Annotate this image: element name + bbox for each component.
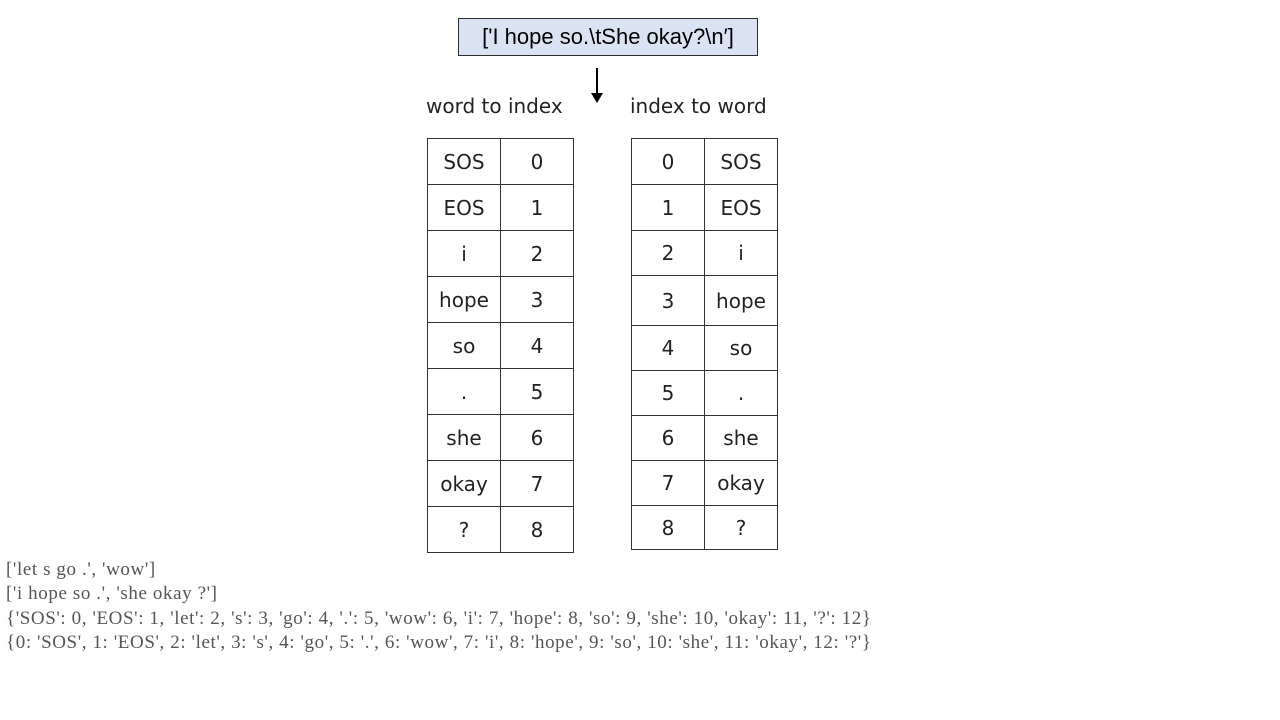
word-cell: hope [427, 276, 501, 323]
index-cell: 4 [500, 322, 574, 369]
index-cell: 5 [500, 368, 574, 415]
index-cell: 0 [631, 138, 705, 185]
console-line: ['let s go .', 'wow'] [6, 559, 156, 580]
word-cell: SOS [704, 138, 778, 185]
index-to-word-title: index to word [630, 94, 767, 118]
console-output: ['let s go .', 'wow'] ['i hope so .', 's… [6, 558, 1274, 655]
word-cell: SOS [427, 138, 501, 185]
table-row: 5. [631, 370, 778, 416]
index-cell: 8 [500, 506, 574, 553]
word-cell: EOS [704, 184, 778, 231]
index-cell: 2 [500, 230, 574, 277]
index-cell: 8 [631, 505, 705, 550]
index-cell: 4 [631, 325, 705, 371]
word-cell: i [427, 230, 501, 277]
table-row: ?8 [427, 506, 574, 553]
index-cell: 1 [500, 184, 574, 231]
index-cell: 5 [631, 370, 705, 416]
word-cell: okay [704, 460, 778, 506]
word-to-index-title: word to index [426, 94, 563, 118]
index-cell: 3 [631, 275, 705, 326]
word-cell: . [427, 368, 501, 415]
word-cell: . [704, 370, 778, 416]
down-arrow-icon [590, 68, 604, 104]
word-cell: she [704, 415, 778, 461]
index-cell: 7 [631, 460, 705, 506]
word-cell: EOS [427, 184, 501, 231]
index-cell: 1 [631, 184, 705, 231]
word-cell: ? [704, 505, 778, 550]
index-cell: 2 [631, 230, 705, 276]
console-line: {'SOS': 0, 'EOS': 1, 'let': 2, 's': 3, '… [6, 607, 872, 629]
word-cell: i [704, 230, 778, 276]
word-cell: hope [704, 275, 778, 326]
index-cell: 6 [631, 415, 705, 461]
word-cell: she [427, 414, 501, 461]
word-cell: ? [427, 506, 501, 553]
word-cell: so [704, 325, 778, 371]
table-row: 8? [631, 505, 778, 550]
index-cell: 7 [500, 460, 574, 507]
index-cell: 0 [500, 138, 574, 185]
input-sentence-box: ['I hope so.\tShe okay?\n′] [458, 18, 758, 56]
console-line: {0: 'SOS', 1: 'EOS', 2: 'let', 3: 's', 4… [6, 631, 872, 653]
table-row: .5 [427, 368, 574, 415]
index-cell: 3 [500, 276, 574, 323]
console-line: ['i hope so .', 'she okay ?'] [6, 583, 218, 605]
index-cell: 6 [500, 414, 574, 461]
word-cell: so [427, 322, 501, 369]
word-cell: okay [427, 460, 501, 507]
